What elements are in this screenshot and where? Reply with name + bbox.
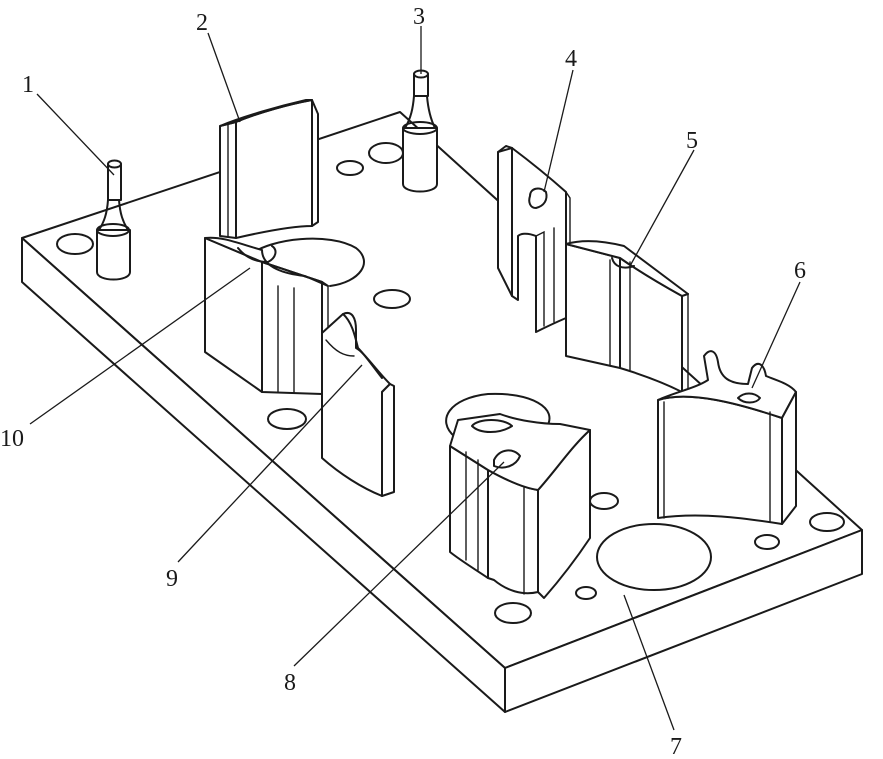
plate-holes <box>56 142 845 624</box>
locating-pin-1 <box>96 159 131 281</box>
leader-10 <box>29 267 251 425</box>
locating-pin-3 <box>402 69 438 193</box>
label-6: 6 <box>794 258 806 284</box>
leader-1 <box>36 93 115 176</box>
support-block-5 <box>565 240 689 393</box>
part-labels: 1 2 3 4 5 6 7 8 9 10 <box>0 4 806 759</box>
label-9: 9 <box>166 566 178 592</box>
leader-2 <box>207 32 241 123</box>
leader-9 <box>177 364 363 563</box>
leader-4 <box>543 69 574 193</box>
leader-lines <box>29 26 801 731</box>
support-block-10 <box>204 236 329 395</box>
leader-8 <box>293 461 505 667</box>
label-8: 8 <box>284 670 296 696</box>
support-block-2 <box>219 99 319 239</box>
support-block-4 <box>497 145 571 333</box>
label-3: 3 <box>413 4 425 30</box>
label-1: 1 <box>22 72 34 98</box>
label-2: 2 <box>196 10 208 36</box>
label-10: 10 <box>0 426 24 452</box>
support-block-8 <box>449 413 591 599</box>
support-block-9 <box>321 312 395 497</box>
label-5: 5 <box>686 128 698 154</box>
label-7: 7 <box>670 734 682 759</box>
leader-6 <box>751 281 801 389</box>
leader-5 <box>629 149 695 267</box>
label-4: 4 <box>565 46 577 72</box>
leader-7 <box>623 594 675 731</box>
